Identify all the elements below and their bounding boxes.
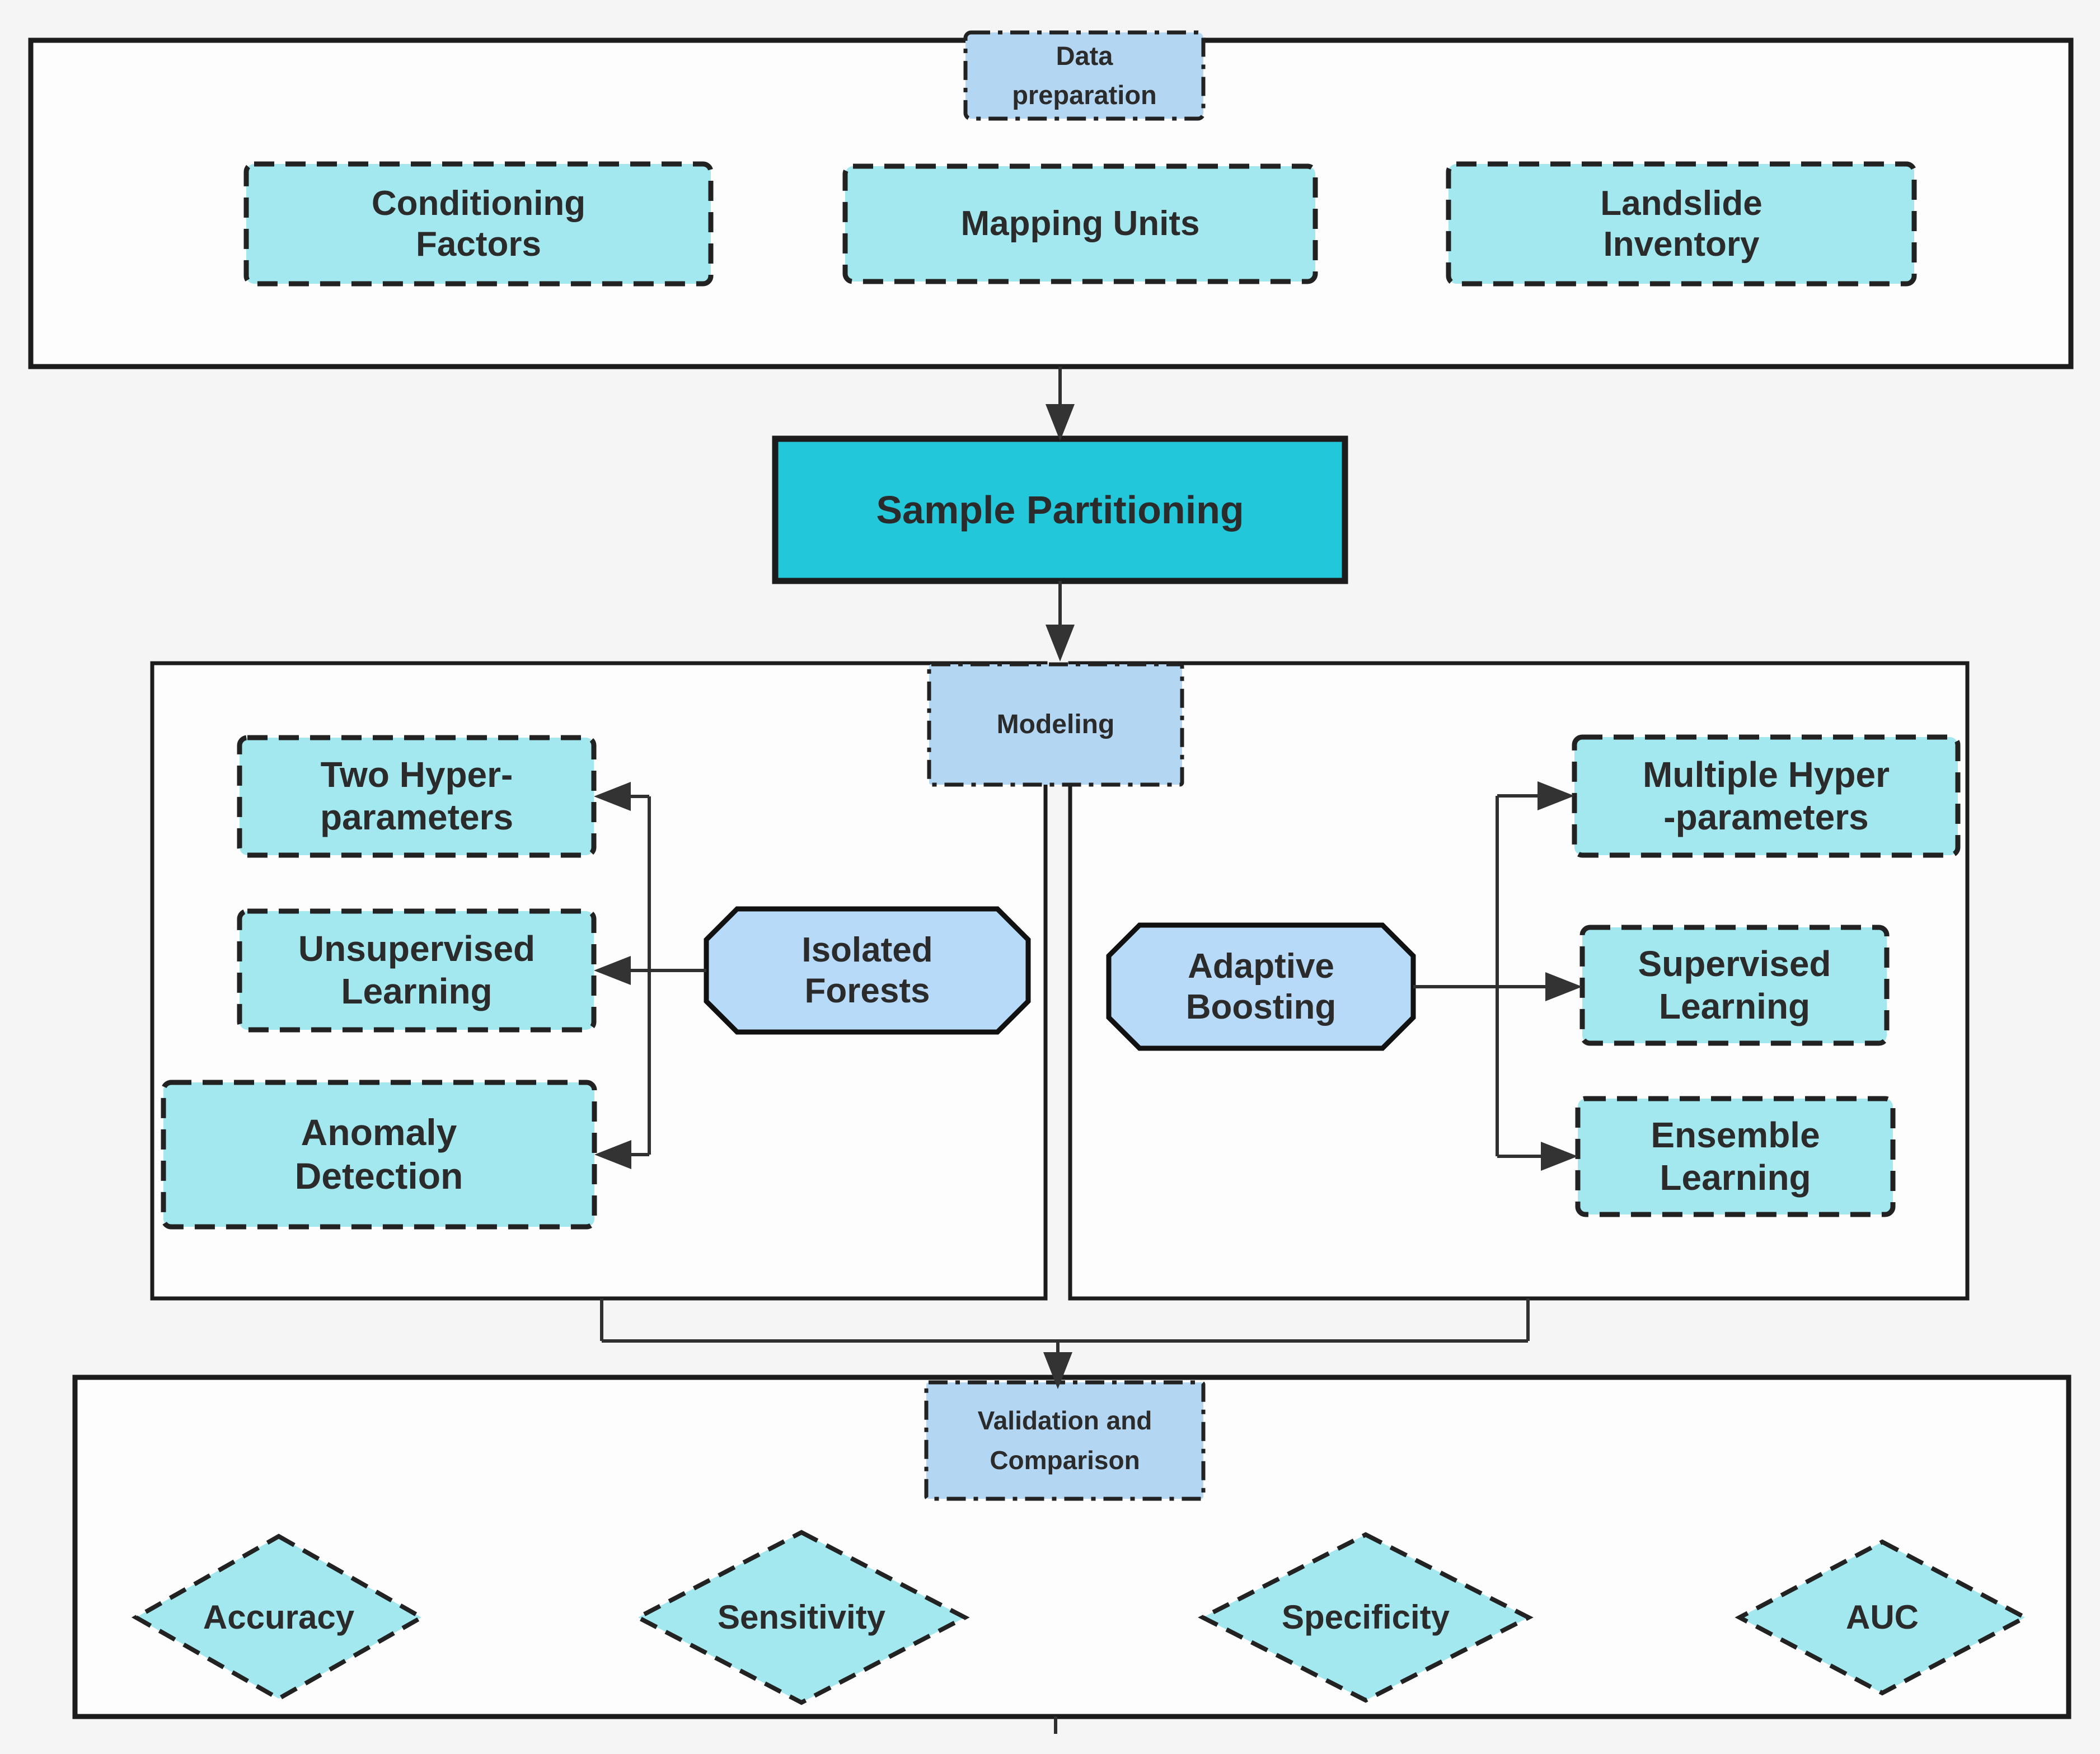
adaptive-boosting-connector [1413,794,1545,1158]
label-line: Validation and [977,1405,1152,1435]
label-line: Sample Partitioning [876,487,1244,532]
label-line: -parameters [1663,796,1869,837]
ensemble-learning-box [1575,1096,1896,1217]
label-line: Conditioning [371,184,586,223]
sensitivity-diamond [633,1530,970,1705]
label-line: Learning [1660,1157,1811,1198]
label-line: Unsupervised [298,928,536,969]
conditioning-factors-label: Conditioning Factors [246,164,711,284]
supervised-learning-label: Supervised Learning [1582,927,1887,1043]
data-preparation-label: Data preparation [965,32,1203,119]
data-preparation-label-box [963,30,1206,121]
arrowhead-left-icon [594,956,631,985]
isolated-forests-connector [630,795,706,1156]
mapping-units-label: Mapping Units [845,166,1315,282]
label-line: Inventory [1603,225,1760,264]
label-line: Learning [341,971,493,1011]
accuracy-diamond [131,1533,426,1701]
landslide-inventory-box [1446,161,1917,287]
accuracy-label: Accuracy [136,1536,421,1699]
mapping-units-box [842,163,1318,284]
label-line: Isolated [801,930,933,969]
adaptive-boosting-octagon [1106,922,1416,1051]
label-line: Comparison [990,1446,1140,1475]
label-line: Factors [416,225,541,264]
label-line: Adaptive [1188,946,1334,986]
label-line: Accuracy [203,1598,355,1636]
label-line: Anomaly [301,1112,457,1153]
label-line: AUC [1846,1598,1919,1636]
two-hyperparameters-box [237,735,597,858]
modeling-to-validation-connector [600,1298,1530,1354]
isolated-forests-octagon [704,906,1031,1035]
arrowhead-right-icon [1545,972,1582,1001]
label-line: Sensitivity [717,1598,886,1636]
auc-label: AUC [1740,1542,2025,1693]
adaptive-boosting-label: Adaptive Boosting [1109,925,1413,1048]
label-line: Boosting [1185,988,1337,1026]
label-line: Two Hyper- [320,754,513,795]
arrowhead-right-icon [1541,1142,1578,1171]
specificity-diamond [1198,1532,1534,1703]
validation-comparison-label: Validation and Comparison [926,1382,1203,1499]
label-line: preparation [1012,80,1157,110]
unsupervised-learning-box [237,908,597,1033]
isolated-forests-label: Isolated Forests [706,909,1028,1032]
label-line: Modeling [996,709,1115,739]
label-line: Mapping Units [960,204,1200,243]
modeling-label: Modeling [929,664,1182,785]
label-line: Forests [804,972,930,1010]
label-line: Learning [1658,986,1811,1026]
label-line: parameters [320,797,514,837]
sensitivity-label: Sensitivity [638,1532,965,1703]
label-line: Supervised [1638,943,1831,984]
arrowhead-right-icon [1537,781,1574,810]
sample-partitioning-label: Sample Partitioning [775,439,1345,581]
multiple-hyperparameters-label: Multiple Hyper -parameters [1574,737,1958,855]
modeling-label-box [927,662,1184,787]
unsupervised-learning-label: Unsupervised Learning [240,911,594,1030]
ensemble-learning-label: Ensemble Learning [1578,1099,1893,1214]
arrowhead-down-icon [1043,1352,1072,1389]
label-line: Data [1056,40,1113,71]
multiple-hyperparameters-box [1572,734,1961,858]
specificity-label: Specificity [1203,1535,1529,1700]
supervised-learning-box [1579,925,1890,1046]
arrowhead-left-icon [594,1140,631,1169]
anomaly-detection-box [161,1080,597,1230]
arrowhead-left-icon [594,782,631,811]
label-line: Multiple Hyper [1643,754,1890,795]
label-line: Specificity [1281,1598,1450,1636]
label-line: Ensemble [1651,1114,1820,1155]
anomaly-detection-label: Anomaly Detection [163,1082,594,1227]
label-line: Detection [294,1155,463,1197]
arrowhead-down-icon [1046,625,1075,662]
auc-diamond [1735,1539,2030,1696]
validation-comparison-label-box [924,1380,1206,1501]
label-line: Landslide [1600,184,1762,223]
conditioning-factors-box [243,161,714,287]
landslide-inventory-label: Landslide Inventory [1449,164,1914,284]
two-hyperparameters-label: Two Hyper- parameters [240,738,594,855]
arrowhead-down-icon [1046,404,1075,441]
